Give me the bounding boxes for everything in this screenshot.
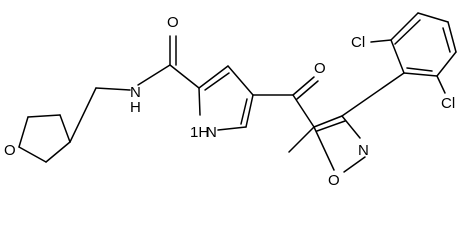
bond	[406, 67, 433, 72]
bond	[403, 72, 438, 77]
oxygen-label-tetrahydrofuran: O	[4, 142, 16, 159]
structure-diagram: O N H 1H N O O O N Cl Cl	[4, 12, 457, 189]
bond	[296, 80, 319, 100]
nitrogen-label-pyrrole: N	[206, 124, 217, 141]
bond	[240, 98, 248, 125]
bond	[370, 39, 392, 43]
bond	[245, 94, 254, 128]
bond	[198, 87, 201, 116]
bond	[417, 12, 449, 23]
oxygen-label-ketone: O	[314, 60, 326, 77]
bond	[313, 115, 343, 128]
bond	[95, 87, 131, 91]
bond	[390, 12, 419, 41]
chlorine-label-top: Cl	[351, 34, 365, 51]
bond	[169, 64, 200, 89]
bond	[292, 76, 315, 96]
bond	[394, 19, 421, 45]
bond	[436, 75, 446, 94]
bond	[343, 156, 366, 173]
bond	[18, 146, 47, 163]
bond	[442, 27, 451, 53]
bond	[27, 114, 61, 118]
bond	[447, 21, 457, 53]
hydrogen-label-pyrrole: 1H	[190, 124, 209, 141]
bond	[341, 72, 405, 117]
bond	[436, 51, 457, 77]
bond	[137, 64, 171, 86]
bond	[227, 65, 254, 96]
chlorine-label-right: Cl	[441, 95, 455, 112]
oxygen-label-isoxazole: O	[328, 172, 340, 189]
bond	[217, 126, 247, 131]
nitrogen-label-isoxazole: N	[358, 142, 369, 159]
bond-lines	[18, 12, 457, 173]
bond	[59, 114, 71, 143]
bond	[18, 116, 29, 148]
bond	[288, 126, 315, 153]
bond	[341, 115, 361, 139]
bond	[292, 94, 315, 128]
oxygen-label-amide-carbonyl: O	[167, 14, 179, 31]
molecule-drawing: O N H 1H N O O O N Cl Cl	[4, 12, 457, 189]
hydrogen-label-amide: H	[130, 99, 141, 116]
bond	[204, 72, 230, 91]
bond	[198, 65, 229, 89]
bond	[316, 120, 346, 132]
bond	[45, 141, 71, 163]
nitrogen-label-amide: N	[130, 84, 141, 101]
bond	[390, 39, 405, 74]
bond	[69, 87, 97, 143]
atom-labels: O N H 1H N O O O N Cl Cl	[4, 14, 455, 189]
bond	[313, 126, 335, 171]
